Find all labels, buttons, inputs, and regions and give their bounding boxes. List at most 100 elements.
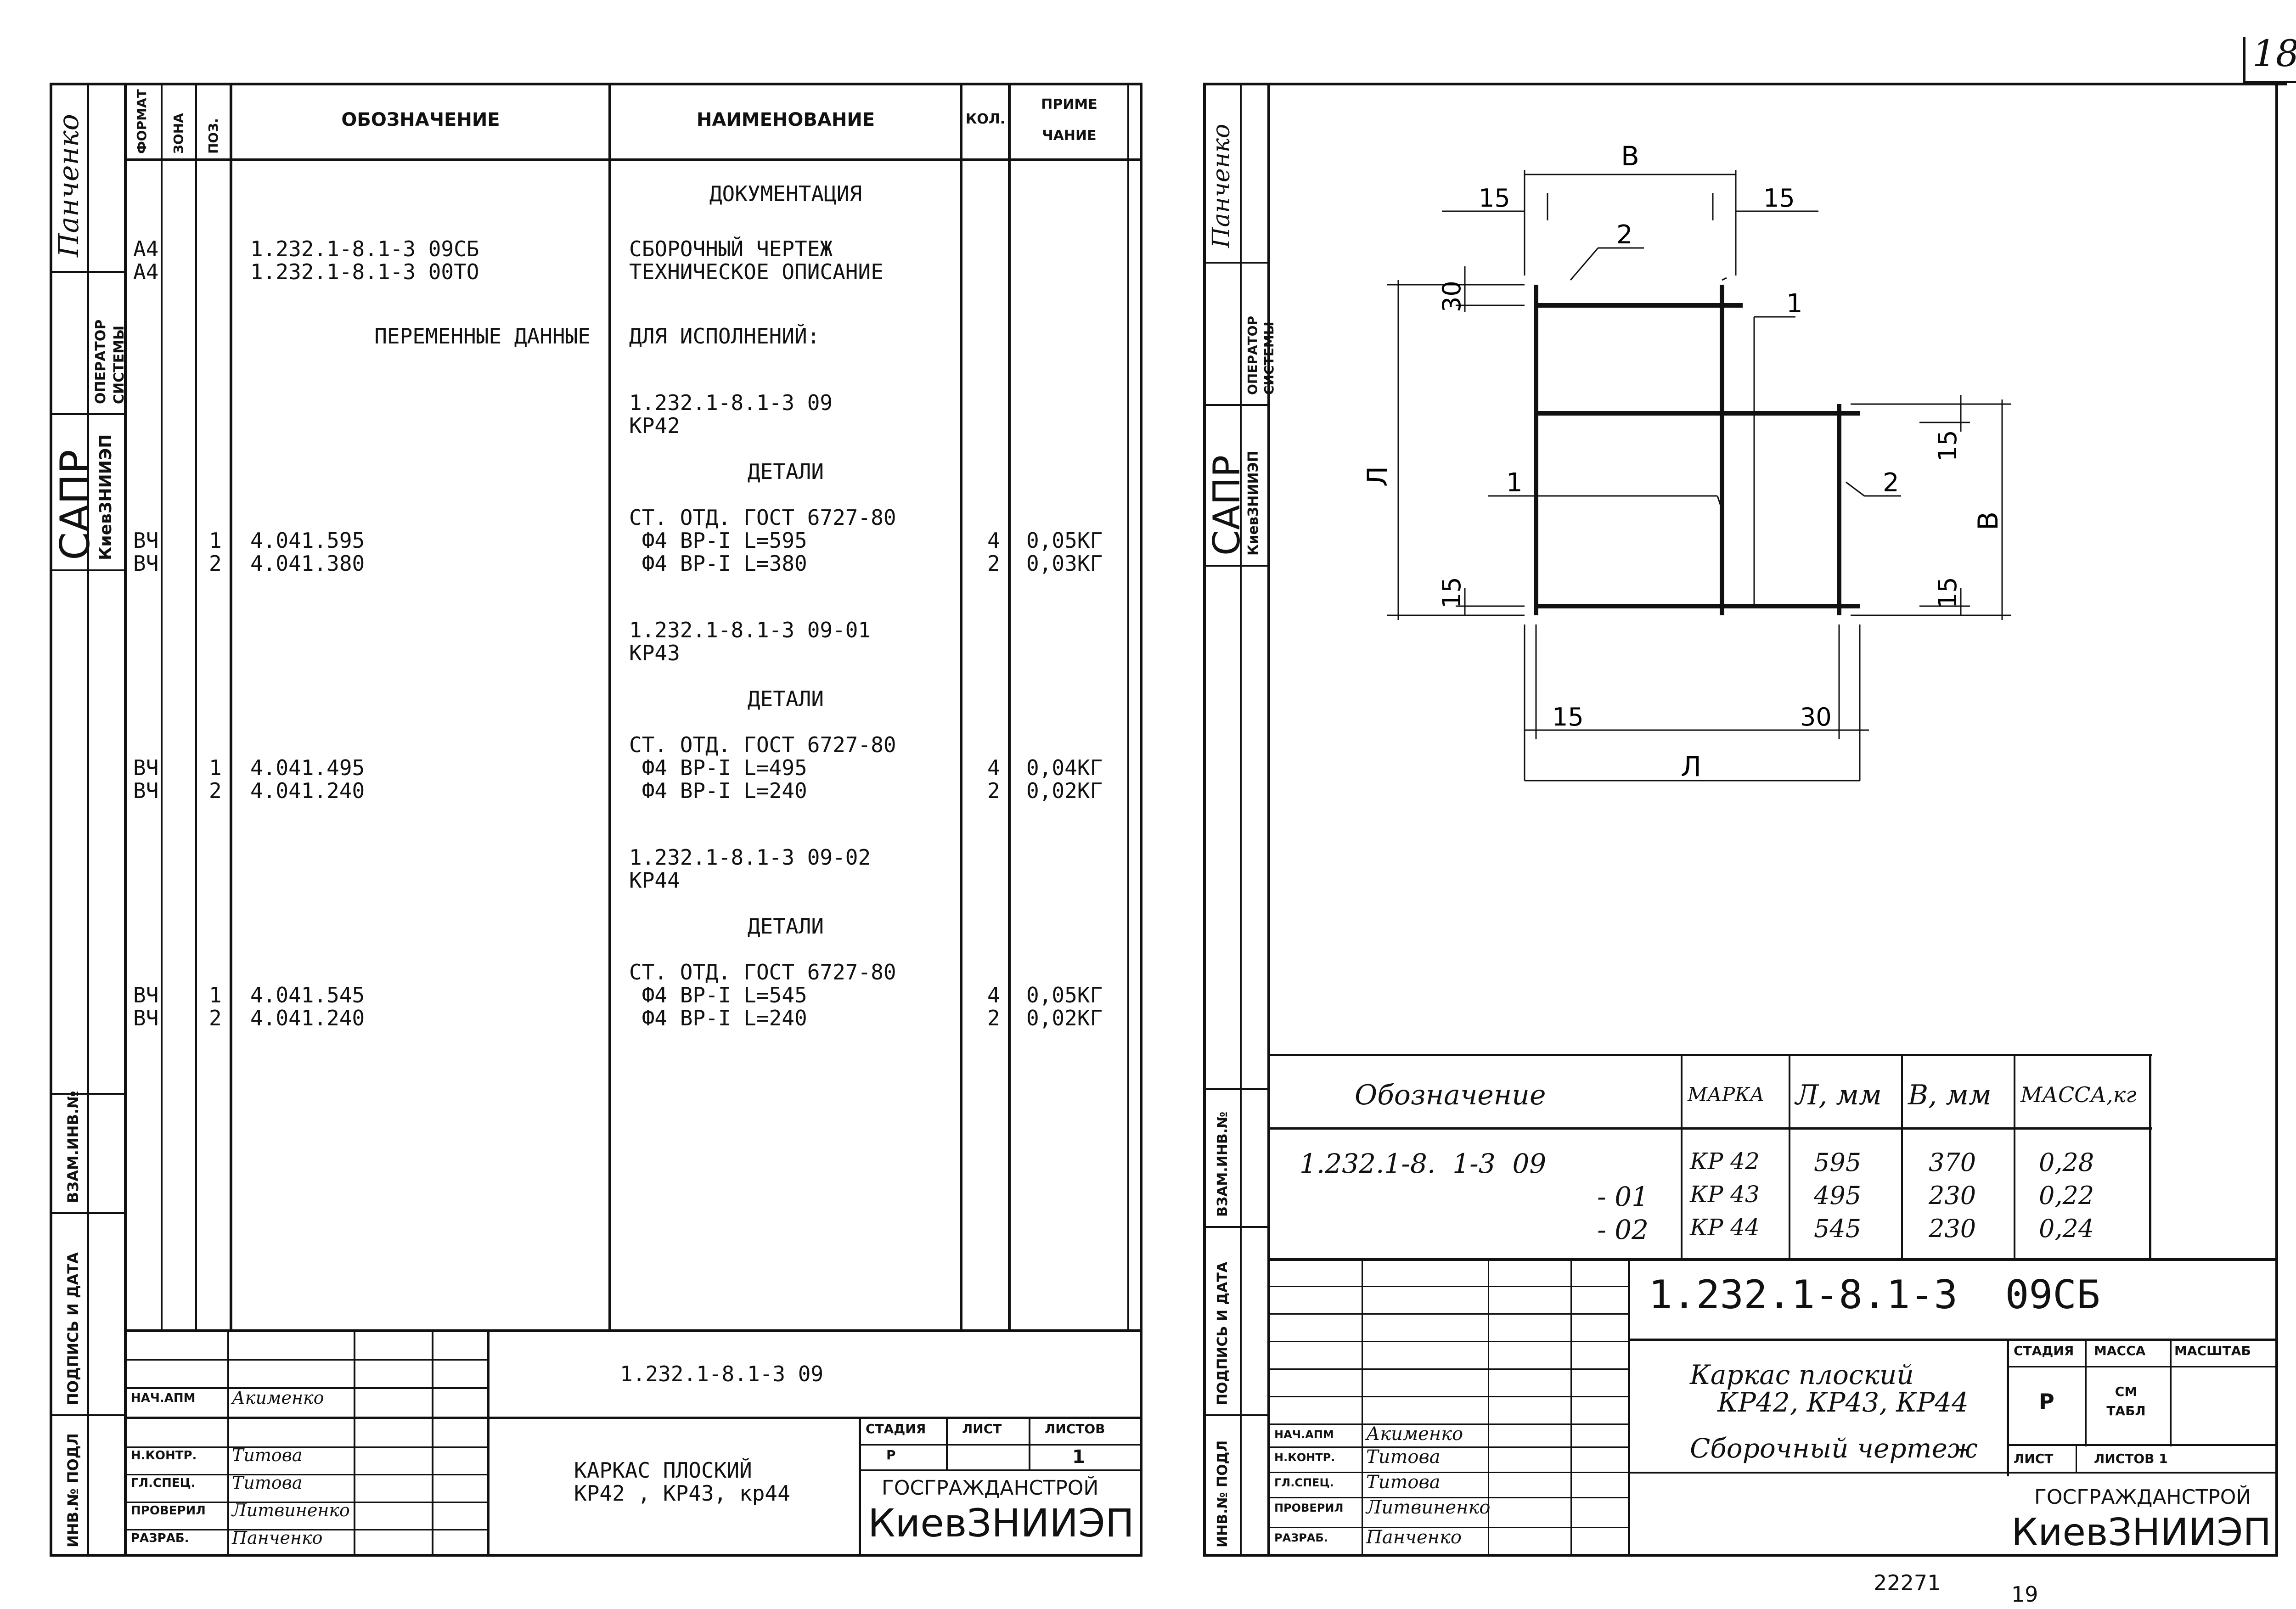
r-stamp-person: Панченко bbox=[1366, 1527, 1462, 1548]
stamp-person: Литвиненко bbox=[232, 1500, 350, 1520]
row-naimenovanie: Ф4 ВР-I L=380 bbox=[629, 551, 807, 576]
dim-15-right-bottom: 15 bbox=[1933, 577, 1962, 608]
row-naimenovanie: ДЕТАЛИ bbox=[747, 459, 824, 484]
row-naimenovanie: 1.232.1-8.1-3 09-01 bbox=[629, 618, 871, 642]
r-stamp-massa: МАССА bbox=[2094, 1343, 2146, 1358]
side-inv-r: ИНВ.№ ПОДЛ bbox=[1215, 1440, 1231, 1547]
row-poz: 2 bbox=[209, 1006, 222, 1030]
dim-15-a: 15 bbox=[1479, 184, 1510, 213]
side-org-r: КиевЗНИИЭП bbox=[1245, 450, 1261, 556]
mass-row-L: 495 bbox=[1814, 1181, 1862, 1210]
row-naimenovanie: ДЛЯ ИСПОЛНЕНИЙ: bbox=[629, 324, 820, 349]
col-oboznachenie: ОБОЗНАЧЕНИЕ bbox=[341, 109, 500, 130]
stamp-title1: КАРКАС ПЛОСКИЙ bbox=[574, 1458, 752, 1483]
col-naimenovanie: НАИМЕНОВАНИЕ bbox=[696, 109, 875, 130]
footer-page: 19 bbox=[2011, 1582, 2038, 1607]
row-naimenovanie: КР43 bbox=[629, 641, 680, 665]
row-naimenovanie: СБОРОЧНЫЙ ЧЕРТЕЖ bbox=[629, 236, 833, 261]
stamp-role: НАЧ.АПМ bbox=[131, 1391, 196, 1405]
pos-1-left: 1 bbox=[1506, 468, 1523, 498]
r-stamp-stadia: СТАДИЯ bbox=[2014, 1343, 2074, 1358]
mass-table-head: Л, мм bbox=[1795, 1079, 1882, 1111]
side-org: КиевЗНИИЭП bbox=[96, 434, 115, 560]
side-podpis-r: ПОДПИСЬ И ДАТА bbox=[1215, 1261, 1231, 1405]
row-kol: 4 bbox=[987, 528, 1000, 553]
assembly-drawing: В 15 15 2 1 2 1 30 Л 15 15 В 15 15 30 Л bbox=[1362, 141, 2011, 783]
stamp-person: Панченко bbox=[232, 1528, 323, 1548]
mass-row-oboznachenie: - 01 bbox=[1597, 1181, 1649, 1212]
r-stamp-role: НАЧ.АПМ bbox=[1274, 1428, 1334, 1441]
stamp-org1: ГОСГРАЖДАНСТРОЙ bbox=[882, 1476, 1099, 1500]
stamp-role: РАЗРАБ. bbox=[131, 1531, 189, 1545]
row-kol: 2 bbox=[987, 778, 1000, 803]
row-format: ВЧ bbox=[133, 528, 159, 553]
r-stamp-role: Н.КОНТР. bbox=[1274, 1451, 1335, 1464]
row-naimenovanie: 1.232.1-8.1-3 09 bbox=[629, 390, 833, 415]
side-sapr-r: САПР bbox=[1205, 455, 1248, 556]
mass-table-head: МАССА,кг bbox=[2020, 1082, 2137, 1107]
row-naimenovanie: Ф4 ВР-I L=545 bbox=[629, 983, 807, 1007]
r-stamp-role: ГЛ.СПЕЦ. bbox=[1274, 1476, 1334, 1489]
r-stamp-title1: Каркас плоский bbox=[1690, 1359, 1914, 1390]
mass-row-mass: 0,28 bbox=[2039, 1148, 2094, 1177]
row-naimenovanie: КР44 bbox=[629, 868, 680, 893]
stamp-person: Титова bbox=[232, 1445, 303, 1465]
stamp-listov-val: 1 bbox=[1072, 1446, 1085, 1468]
mass-row-L: 545 bbox=[1814, 1214, 1862, 1243]
side-operator: ОПЕРАТОР СИСТЕМЫ bbox=[93, 319, 127, 404]
r-stamp-title2: КР42, КР43, КР44 bbox=[1717, 1387, 1969, 1418]
pos-2-top: 2 bbox=[1616, 220, 1633, 250]
col-prim2: ЧАНИЕ bbox=[1042, 128, 1097, 144]
mass-table-head: В, мм bbox=[1908, 1079, 1992, 1111]
r-stamp-person: Акименко bbox=[1366, 1423, 1463, 1445]
stamp-title2: КР42 , КР43, кр44 bbox=[574, 1481, 790, 1506]
dim-15-b: 15 bbox=[1763, 184, 1795, 213]
r-stamp-code: 1.232.1-8.1-3 09СБ bbox=[1649, 1272, 2100, 1318]
stamp-role: ГЛ.СПЕЦ. bbox=[131, 1476, 196, 1490]
row-format: ВЧ bbox=[133, 1006, 159, 1030]
r-stamp-role: РАЗРАБ. bbox=[1274, 1531, 1328, 1544]
dim-30-left: 30 bbox=[1437, 281, 1466, 312]
stamp-code: 1.232.1-8.1-3 09 bbox=[620, 1361, 824, 1386]
r-stamp-person: Титова bbox=[1366, 1472, 1441, 1493]
row-kol: 4 bbox=[987, 983, 1000, 1007]
stamp-person: Титова bbox=[232, 1473, 303, 1493]
side-podpis: ПОДПИСЬ И ДАТА bbox=[64, 1252, 82, 1405]
mass-row-B: 230 bbox=[1929, 1181, 1976, 1210]
row-kol: 2 bbox=[987, 551, 1000, 576]
mass-row-mass: 0,24 bbox=[2039, 1214, 2094, 1243]
row-prim: 0,02КГ bbox=[1026, 778, 1103, 803]
r-stamp-person: Литвиненко bbox=[1366, 1497, 1491, 1518]
row-poz: 1 bbox=[209, 528, 222, 553]
row-format: А4 bbox=[133, 236, 159, 261]
row-naimenovanie: ДОКУМЕНТАЦИЯ bbox=[709, 181, 862, 206]
col-poz: ПОЗ. bbox=[206, 118, 221, 154]
row-naimenovanie: 1.232.1-8.1-3 09-02 bbox=[629, 845, 871, 870]
r-stamp-listov: ЛИСТОВ 1 bbox=[2094, 1451, 2168, 1466]
row-prim: 0,02КГ bbox=[1026, 1006, 1103, 1030]
row-naimenovanie: ТЕХНИЧЕСКОЕ ОПИСАНИЕ bbox=[629, 259, 884, 284]
r-stamp-title3: Сборочный чертеж bbox=[1690, 1433, 1978, 1464]
mass-row-oboznachenie: 1.232.1-8. 1-3 09 bbox=[1300, 1148, 1547, 1179]
mass-table-head: Обозначение bbox=[1355, 1079, 1546, 1111]
row-format: А4 bbox=[133, 259, 159, 284]
stamp-listov: ЛИСТОВ bbox=[1045, 1421, 1105, 1436]
dim-15-bottom: 15 bbox=[1552, 703, 1584, 731]
row-oboznachenie: 4.041.545 bbox=[250, 983, 365, 1007]
row-naimenovanie: СТ. ОТД. ГОСТ 6727-80 bbox=[629, 732, 896, 757]
r-stamp-massa-val: СМ ТАБЛ bbox=[2106, 1384, 2146, 1418]
row-kol: 4 bbox=[987, 755, 1000, 780]
row-naimenovanie: Ф4 ВР-I L=240 bbox=[629, 778, 807, 803]
row-poz: 2 bbox=[209, 551, 222, 576]
side-sapr: САПР bbox=[51, 450, 99, 560]
row-naimenovanie: СТ. ОТД. ГОСТ 6727-80 bbox=[629, 960, 896, 985]
r-stamp-stadia-val: Р bbox=[2039, 1389, 2054, 1414]
page-number: 18 bbox=[2252, 32, 2296, 75]
row-oboznachenie: 4.041.380 bbox=[250, 551, 365, 576]
r-stamp-person: Титова bbox=[1366, 1446, 1441, 1468]
r-stamp-org2: КиевЗНИИЭП bbox=[2011, 1511, 2272, 1554]
dim-15-right-top: 15 bbox=[1933, 430, 1962, 461]
row-oboznachenie: 4.041.495 bbox=[250, 755, 365, 780]
side-name-r: Панченко bbox=[1208, 124, 1235, 248]
inventory-number: 22271 bbox=[1874, 1570, 1941, 1595]
